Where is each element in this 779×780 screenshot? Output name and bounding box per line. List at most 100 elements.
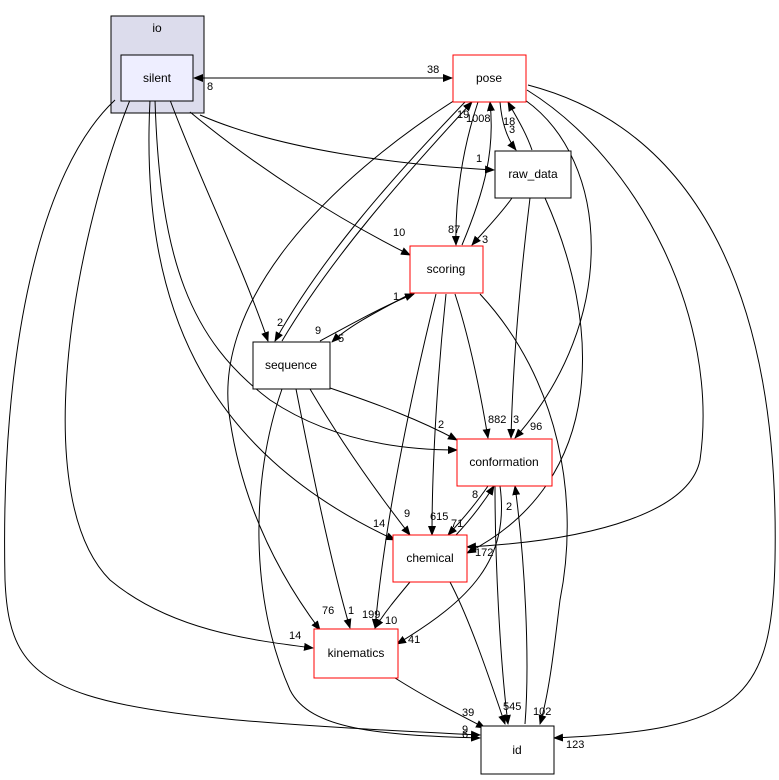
edge-pose-id[interactable]: [527, 84, 776, 742]
edge-raw-data-chemical[interactable]: [466, 197, 584, 554]
node-sequence-label: sequence: [265, 358, 317, 372]
cluster-io-label: io: [152, 21, 162, 35]
edge-label-sequence-chemical: 9: [404, 508, 410, 520]
edge-label-pose-scoring: 87: [448, 224, 460, 236]
edge-label-pose-scoring-b: 1008: [466, 113, 490, 125]
edge-label-pose-sequence: 9: [315, 325, 321, 337]
edge-label-raw-data-conformation: 3: [513, 414, 519, 426]
node-chemical-box: [392, 534, 468, 583]
node-silent-label: silent: [143, 71, 172, 85]
edge-label-silent-scoring: 10: [393, 227, 405, 239]
node-id[interactable]: id: [480, 725, 555, 775]
edge-label-silent-sequence: 2: [277, 317, 283, 329]
edge-label-silent-id: 6: [462, 729, 468, 741]
edge-label-conformation-kinematics: 41: [408, 634, 420, 646]
edge-chemical-kinematics[interactable]: [374, 581, 411, 629]
edge-sequence-id[interactable]: [258, 388, 481, 742]
edge-raw-data-pose[interactable]: [507, 101, 533, 151]
edge-label-sequence-conformation: 2: [438, 419, 444, 431]
edge-scoring-conformation[interactable]: [454, 293, 491, 439]
node-scoring-label: scoring: [427, 262, 466, 276]
node-sequence[interactable]: sequence: [252, 341, 331, 390]
edge-label-id-conformation: 2: [506, 501, 512, 513]
node-kinematics-box: [313, 628, 399, 679]
edge-label-sequence-id: 9: [462, 724, 468, 736]
edge-silent-scoring[interactable]: [189, 111, 411, 256]
node-scoring-box: [409, 245, 484, 294]
edge-label-pose-scoring-a: 19: [457, 109, 469, 121]
edge-sequence-kinematics[interactable]: [295, 388, 352, 629]
edge-label-pose-silent: 8: [207, 81, 213, 93]
edge-sequence-pose[interactable]: [281, 101, 473, 342]
edge-sequence-conformation[interactable]: [329, 387, 458, 441]
edge-pose-conformation[interactable]: [514, 99, 592, 439]
node-conformation[interactable]: conformation: [456, 438, 553, 487]
edges: [4, 74, 776, 742]
edge-silent-raw-data[interactable]: [199, 114, 495, 174]
edge-scoring-pose[interactable]: [461, 101, 495, 246]
edge-label-pose-id: 123: [566, 739, 584, 751]
node-raw-data-box: [494, 150, 572, 199]
node-pose-label: pose: [476, 71, 502, 85]
node-scoring[interactable]: scoring: [409, 245, 484, 294]
edge-label-conformation-chemical: 8: [472, 489, 478, 501]
node-raw-data[interactable]: raw_data: [494, 150, 572, 199]
node-kinematics[interactable]: kinematics: [313, 628, 399, 679]
edge-scoring-id[interactable]: [479, 293, 568, 725]
edge-label-raw-data-pose: 18: [503, 116, 515, 128]
node-silent[interactable]: silent: [120, 54, 194, 102]
edge-silent-id[interactable]: [4, 99, 481, 739]
edge-pose-scoring[interactable]: [451, 101, 479, 246]
edge-silent-chemical[interactable]: [148, 99, 396, 541]
edge-chemical-id[interactable]: [449, 581, 506, 725]
edge-scoring-sequence[interactable]: [331, 292, 413, 343]
edge-conformation-kinematics[interactable]: [396, 485, 502, 645]
edge-silent-kinematics[interactable]: [64, 99, 314, 651]
edge-label-scoring-sequence: 5: [338, 333, 344, 345]
edge-label-scoring-chemical: 615: [430, 511, 448, 523]
node-conformation-label: conformation: [469, 455, 538, 469]
node-conformation-box: [456, 438, 553, 487]
edge-raw-data-scoring[interactable]: [471, 197, 513, 246]
edge-conformation-id[interactable]: [494, 485, 511, 725]
node-sequence-box: [252, 341, 331, 390]
node-silent-box: [120, 54, 194, 102]
edge-chemical-conformation[interactable]: [455, 485, 495, 536]
edge-label-scoring-conformation: 882: [488, 414, 506, 426]
node-pose[interactable]: pose: [452, 54, 527, 103]
edge-pose-chemical[interactable]: [466, 89, 704, 551]
edge-label-pose-raw-data: 3: [509, 124, 515, 136]
node-kinematics-label: kinematics: [328, 646, 385, 660]
edge-scoring-chemical[interactable]: [428, 293, 447, 536]
edge-silent-sequence[interactable]: [169, 99, 269, 342]
edge-scoring-kinematics[interactable]: [371, 293, 437, 629]
edge-label-conformation-id: 545: [503, 701, 521, 713]
edge-silent-conformation[interactable]: [154, 99, 458, 454]
node-pose-box: [452, 54, 527, 103]
edge-sequence-scoring[interactable]: [319, 293, 415, 342]
edge-conformation-chemical[interactable]: [447, 485, 489, 536]
node-chemical-label: chemical: [406, 551, 453, 565]
edge-label-chemical-conformation: 71: [451, 518, 463, 530]
edge-pose-raw-data[interactable]: [499, 101, 517, 151]
edge-label-silent-kinematics: 14: [289, 630, 301, 642]
edge-label-chemical-kinematics: 10: [385, 615, 397, 627]
edge-sequence-chemical[interactable]: [309, 388, 411, 536]
edge-labels: 38 8 1008 19 18 3 1 10 87 3 1 2 9 5 882 …: [207, 64, 584, 751]
node-chemical[interactable]: chemical: [392, 534, 468, 583]
edge-label-raw-data-scoring: 3: [482, 234, 488, 246]
edge-pose-kinematics[interactable]: [227, 99, 456, 631]
edge-label-scoring-kinematics: 199: [362, 609, 380, 621]
node-id-box: [480, 725, 555, 775]
edge-label-pose-chemical: 172: [475, 547, 493, 559]
edge-label-sequence-scoring: 1: [393, 291, 399, 303]
node-id-label: id: [512, 743, 521, 757]
edge-label-pose-conformation: 96: [530, 421, 542, 433]
edge-id-conformation[interactable]: [512, 485, 528, 725]
edge-raw-data-conformation[interactable]: [507, 197, 531, 439]
edge-label-sequence-kinematics: 1: [348, 605, 354, 617]
edge-pose-sequence[interactable]: [274, 101, 466, 342]
edge-kinematics-id[interactable]: [394, 677, 486, 729]
edge-label-silent-raw-data: 1: [476, 153, 482, 165]
